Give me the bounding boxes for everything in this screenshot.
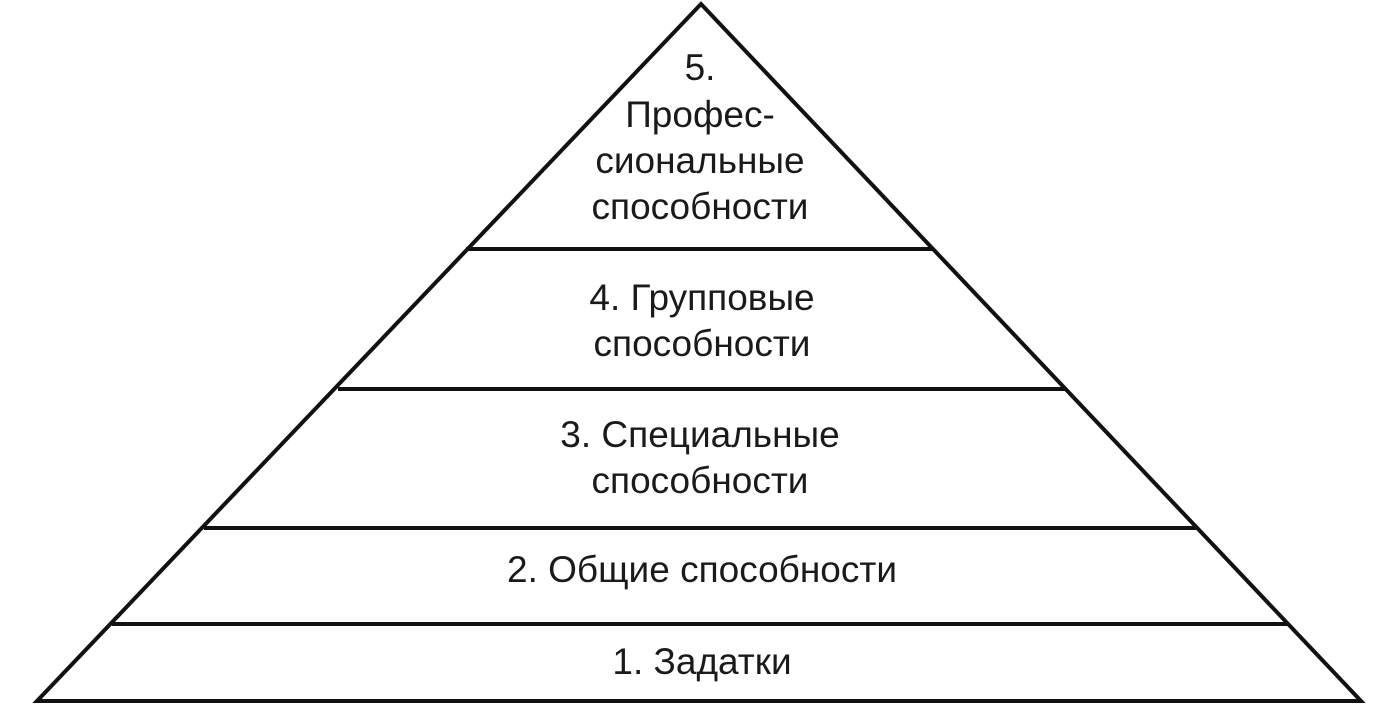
level-3: 3. Специальные способности <box>560 414 839 501</box>
level-3-line-2: способности <box>592 460 809 501</box>
level-4-line-1: 4. Групповые <box>589 277 814 318</box>
level-3-line-1: 3. Специальные <box>560 414 839 455</box>
level-2-line-1: 2. Общие способности <box>507 549 897 590</box>
level-1: 1. Задатки <box>612 641 791 682</box>
level-4-line-2: способности <box>594 323 811 364</box>
level-5-line-1: 5. <box>685 47 716 88</box>
level-5-line-2: Профес- <box>625 94 775 135</box>
level-5-line-4: способности <box>592 186 809 227</box>
level-1-line-1: 1. Задатки <box>612 641 791 682</box>
level-5: 5. Профес- сиональные способности <box>592 47 809 227</box>
level-4: 4. Групповые способности <box>589 277 814 364</box>
level-5-line-3: сиональные <box>595 140 804 181</box>
level-2: 2. Общие способности <box>507 549 897 590</box>
